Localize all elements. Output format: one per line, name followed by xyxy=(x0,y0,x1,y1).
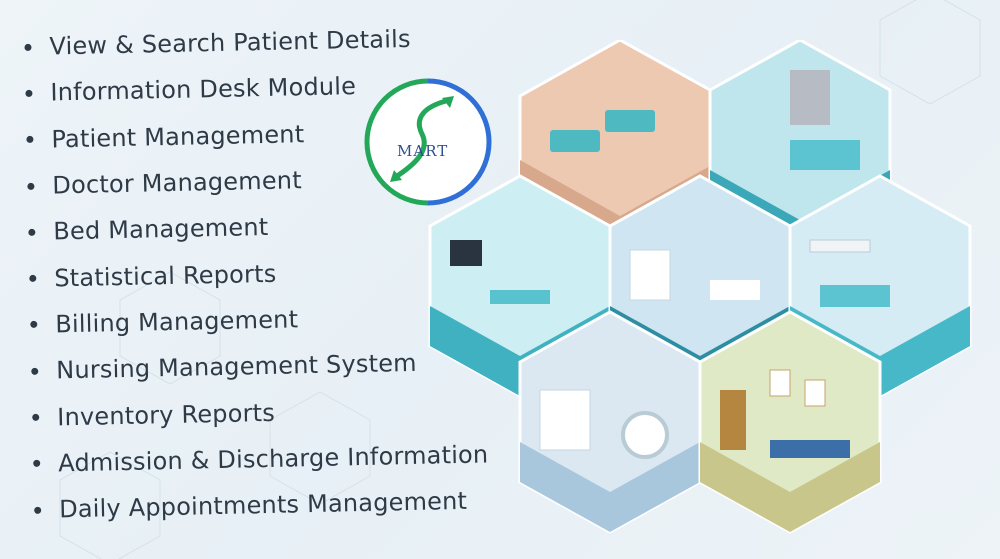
feature-label: Billing Management xyxy=(55,305,299,339)
feature-label: Patient Management xyxy=(51,119,305,154)
feature-label: Bed Management xyxy=(53,213,269,246)
bullet xyxy=(26,136,34,144)
bullet xyxy=(34,506,42,514)
hospital-rooms-illustration xyxy=(428,40,972,534)
feature-label: Statistical Reports xyxy=(54,259,277,293)
bullet xyxy=(31,367,39,375)
bullet xyxy=(28,228,36,236)
feature-label: View & Search Patient Details xyxy=(49,25,411,61)
bullet xyxy=(33,460,41,468)
bullet xyxy=(29,274,37,283)
logo-mark xyxy=(364,78,492,206)
smart-logo: MART xyxy=(364,78,492,206)
bullet xyxy=(27,182,35,190)
feature-label: Nursing Management System xyxy=(55,349,417,385)
bullet xyxy=(24,43,32,51)
logo-text: MART xyxy=(397,142,449,160)
feature-label: Daily Appointments Management xyxy=(58,486,468,524)
feature-label: Information Desk Module xyxy=(50,72,357,107)
mri-scanner-icon xyxy=(518,310,702,534)
feature-label: Inventory Reports xyxy=(56,398,276,431)
bullet xyxy=(32,413,40,421)
feature-label: Doctor Management xyxy=(52,166,303,200)
bullet xyxy=(30,321,38,329)
waiting-room-icon xyxy=(698,310,882,534)
bullet xyxy=(25,89,33,97)
